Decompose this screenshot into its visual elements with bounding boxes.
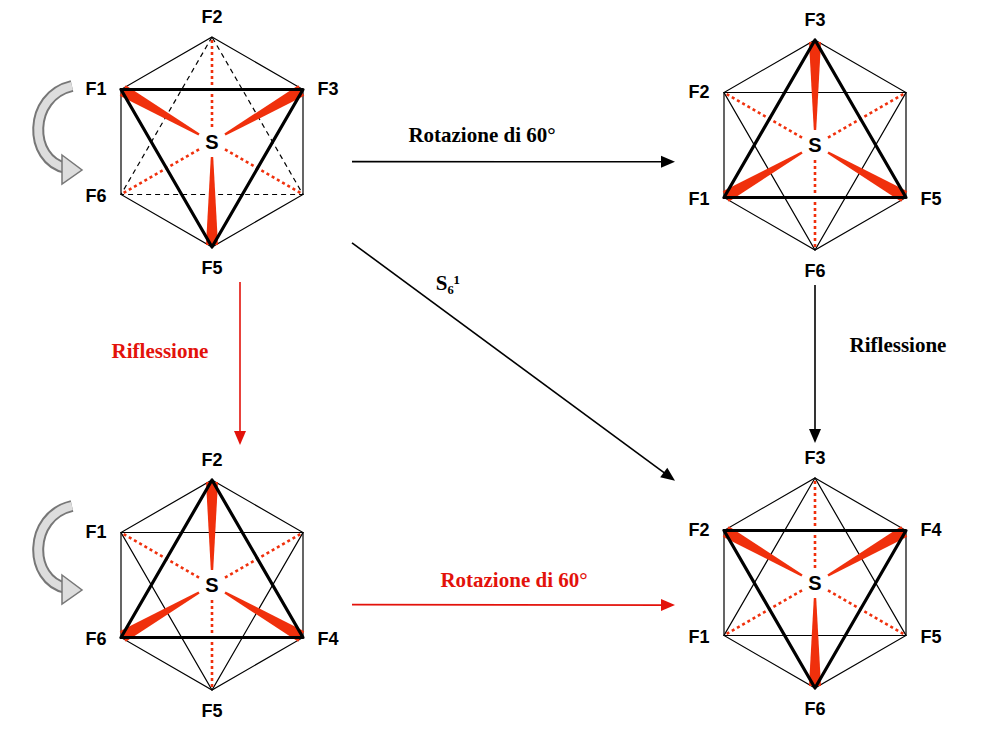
back-bond bbox=[814, 480, 817, 568]
transformation-arrow bbox=[809, 285, 821, 443]
edge-label: Riflessione bbox=[850, 334, 947, 357]
vertex-label: F3 bbox=[804, 11, 825, 29]
vertex-label: F2 bbox=[688, 83, 709, 101]
octahedron-outline bbox=[724, 40, 906, 250]
vertex-label: F3 bbox=[804, 449, 825, 467]
transformation-arrow bbox=[352, 599, 675, 611]
octahedron-figure: F2F1S F6 F4F5 bbox=[72, 445, 352, 725]
atom-label: S bbox=[205, 132, 218, 152]
atom-label: S bbox=[205, 575, 218, 595]
vertex-label: F6 bbox=[85, 630, 106, 648]
transformation-arrow bbox=[352, 156, 675, 168]
vertex-label: F2 bbox=[688, 521, 709, 539]
back-bond bbox=[211, 39, 214, 127]
vertex-label: F3 bbox=[317, 80, 338, 98]
vertex-label: F2 bbox=[201, 8, 222, 26]
vertex-label: F2 bbox=[201, 451, 222, 469]
vertex-label: F6 bbox=[804, 700, 825, 718]
vertex-label: F1 bbox=[688, 190, 709, 208]
edge-label: Rotazione di 60° bbox=[408, 124, 555, 147]
wedge-bond bbox=[809, 598, 821, 686]
vertex-label: F5 bbox=[201, 259, 222, 277]
atom-label: S bbox=[808, 135, 821, 155]
front-face bbox=[724, 531, 906, 689]
vertex-label: F1 bbox=[85, 80, 106, 98]
octahedron-outline bbox=[121, 480, 303, 690]
edge-label: S₆¹ bbox=[436, 272, 460, 295]
vertex-label: F6 bbox=[85, 187, 106, 205]
atom-label: S bbox=[808, 573, 821, 593]
vertex-label: F1 bbox=[688, 628, 709, 646]
curved-arrow bbox=[38, 86, 82, 184]
vertex-label: F4 bbox=[317, 630, 338, 648]
transformation-arrow bbox=[234, 282, 246, 445]
back-bond bbox=[814, 160, 817, 248]
curved-arrow bbox=[38, 506, 82, 604]
edge-label: Rotazione di 60° bbox=[440, 569, 587, 592]
transformation-arrow bbox=[352, 243, 675, 481]
vertex-label: F4 bbox=[920, 521, 941, 539]
front-face bbox=[121, 480, 303, 638]
wedge-bond bbox=[206, 482, 218, 570]
vertex-label: F5 bbox=[920, 190, 941, 208]
wedge-bond bbox=[809, 42, 821, 130]
vertex-label: F5 bbox=[920, 628, 941, 646]
front-face bbox=[724, 40, 906, 198]
vertex-label: F1 bbox=[85, 523, 106, 541]
back-bond bbox=[211, 600, 214, 688]
vertex-label: F6 bbox=[804, 262, 825, 280]
octahedron-outline bbox=[724, 478, 906, 688]
vertex-label: F5 bbox=[201, 702, 222, 720]
octahedron-figure: F3F2S F1 F5F6 bbox=[675, 5, 955, 285]
octahedron-outline bbox=[121, 37, 303, 247]
wedge-bond bbox=[206, 157, 218, 245]
octahedron-figure: F3F2 F4S F1 F5F6 bbox=[675, 443, 955, 723]
front-face bbox=[121, 90, 303, 248]
octahedron-figure: F2F1 F3S F6F5 bbox=[72, 2, 352, 282]
edge-label: Riflessione bbox=[112, 340, 209, 363]
